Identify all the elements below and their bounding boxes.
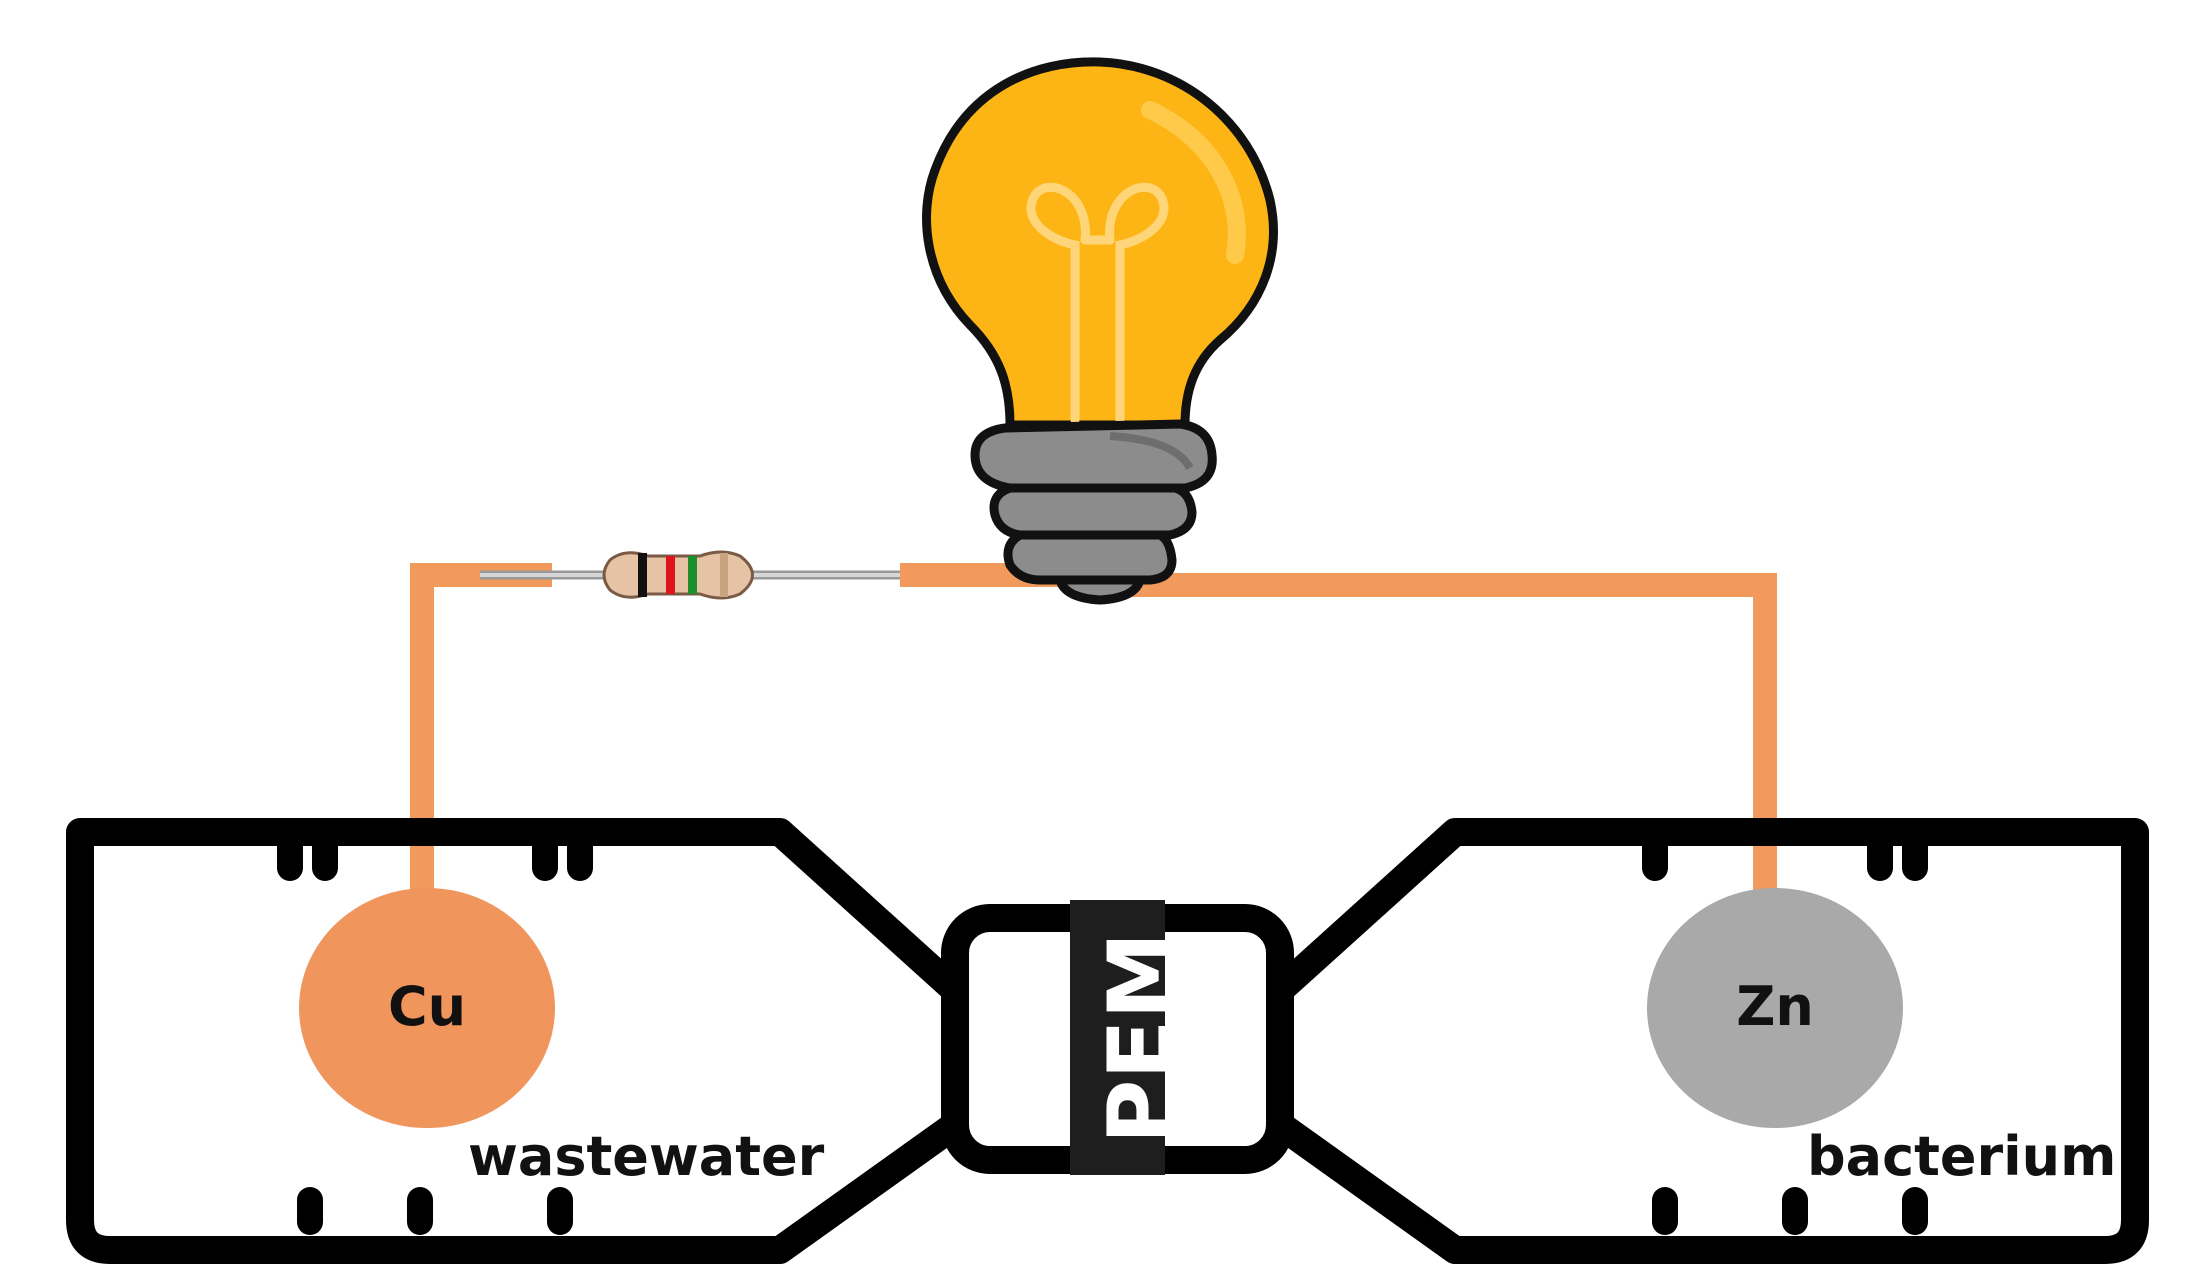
- left-chamber-bumps: [277, 832, 593, 1235]
- bacterium-label: bacterium: [1807, 1125, 2116, 1188]
- right-chamber-bumps: [1642, 832, 1928, 1235]
- cu-label: Cu: [388, 975, 466, 1038]
- zn-label: Zn: [1736, 975, 1814, 1038]
- light-bulb-icon: [922, 57, 1278, 605]
- wire-right-segment: [1100, 573, 1777, 893]
- wastewater-label: wastewater: [468, 1125, 825, 1188]
- pem-band: [1070, 900, 1165, 1175]
- resistor-icon: [480, 550, 900, 600]
- cu-electrode: [299, 888, 555, 1128]
- pem-label: PEM: [1089, 932, 1192, 1144]
- zn-electrode: [1647, 888, 1903, 1128]
